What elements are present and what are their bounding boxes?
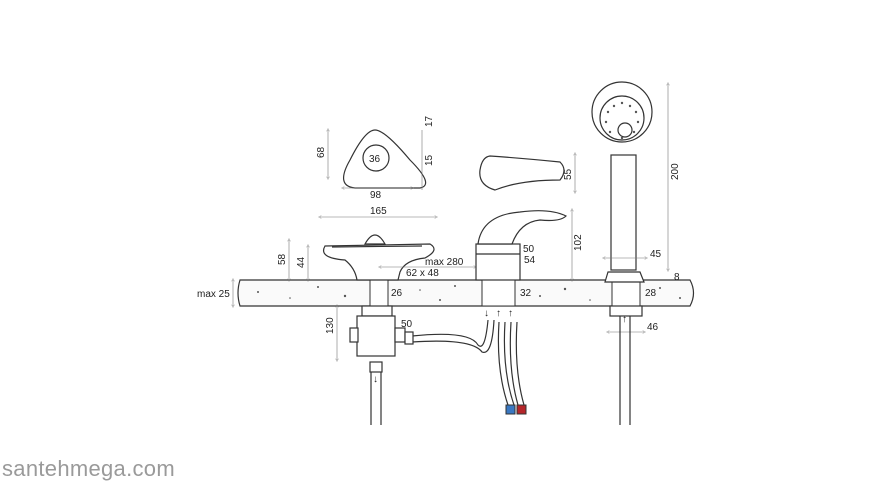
diverter-width-label: 165 <box>370 206 387 217</box>
hot-connector <box>516 404 527 415</box>
cold-connector <box>505 404 516 415</box>
knob-top-offset-label: 17 <box>424 115 435 127</box>
watermark: santehmega.com <box>2 456 175 481</box>
hand-shower <box>591 81 653 283</box>
diverter-body-height-label: 44 <box>296 256 307 268</box>
shower-base-height-label: 8 <box>674 272 680 283</box>
shower-height-label: 200 <box>670 163 681 180</box>
lever-top-view <box>479 155 565 191</box>
svg-text:↑: ↑ <box>496 308 501 319</box>
mixer-base-lower-label: 54 <box>524 255 536 266</box>
mixer-base-upper-label: 50 <box>523 244 535 255</box>
countertop <box>237 279 695 307</box>
flow-arrow-icon: ↓ <box>373 374 378 385</box>
countertop-thickness-label: max 25 <box>197 289 230 300</box>
knob-hole-offset-label: 15 <box>424 154 435 166</box>
mixer-side-view <box>475 210 568 281</box>
shower-nut-dia-label: 46 <box>647 322 659 333</box>
valve-width-label: 50 <box>401 319 413 330</box>
hole-size-label: 62 x 48 <box>406 268 439 279</box>
max-distance-label: max 280 <box>425 257 464 268</box>
diverter-side-view <box>323 234 435 281</box>
svg-text:↑: ↑ <box>508 308 513 319</box>
mixer-hole-dia-label: 32 <box>520 288 532 299</box>
svg-text:↓: ↓ <box>484 308 489 319</box>
diverter-hole-dia-label: 26 <box>391 288 403 299</box>
shower-hole-dia-label: 28 <box>645 288 657 299</box>
mixer-supply-hoses: ↓ ↑ ↑ <box>484 308 527 415</box>
flow-arrow-icon: ↑ <box>622 314 627 325</box>
diverter-height-label: 58 <box>277 253 288 265</box>
diverter-knob-top-view <box>343 129 427 189</box>
diverter-valve <box>349 305 495 425</box>
shower-holder-width-label: 45 <box>650 249 662 260</box>
mixer-height-label: 102 <box>573 234 584 251</box>
lever-height-label: 55 <box>563 168 574 180</box>
knob-width-label: 98 <box>370 190 382 201</box>
valve-depth-label: 130 <box>325 317 336 334</box>
knob-height-label: 68 <box>316 146 327 158</box>
knob-hole-label: 36 <box>369 154 381 165</box>
